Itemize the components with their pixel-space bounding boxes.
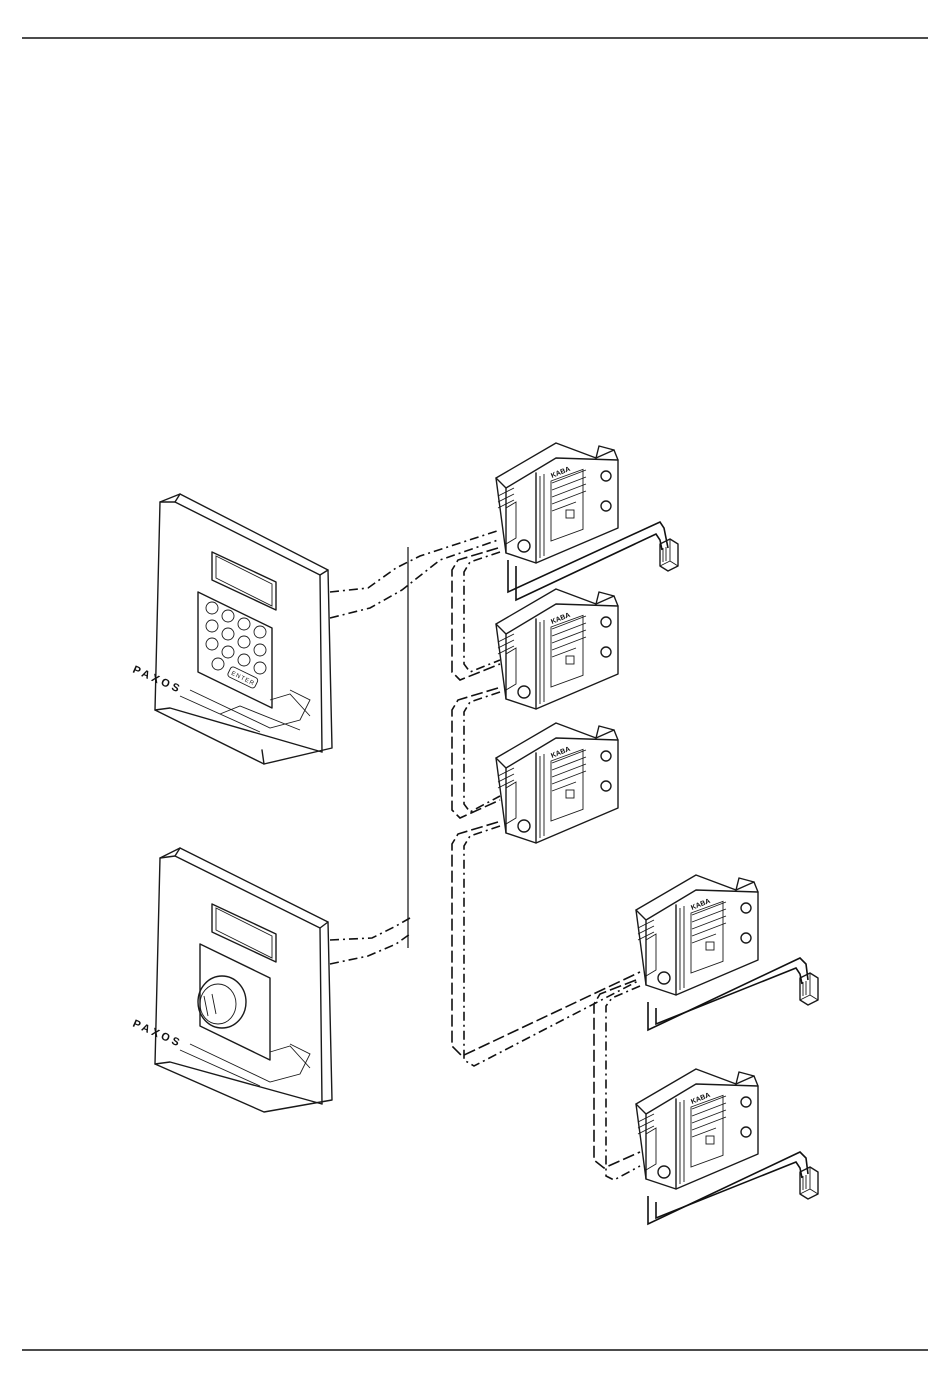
lock-module-5: KABA [636, 1069, 758, 1189]
lock-module-4: KABA [636, 875, 758, 995]
lock-module-3: KABA [496, 723, 618, 843]
plug-2 [800, 973, 818, 1005]
plug-1 [660, 539, 678, 571]
plug-3 [800, 1167, 818, 1199]
dial-unit: PAXOS [131, 848, 332, 1112]
keypad-unit: ENTER PAXOS [131, 494, 332, 764]
lock-module-1: KABA [496, 443, 618, 563]
lock-module-2: KABA [496, 589, 618, 709]
